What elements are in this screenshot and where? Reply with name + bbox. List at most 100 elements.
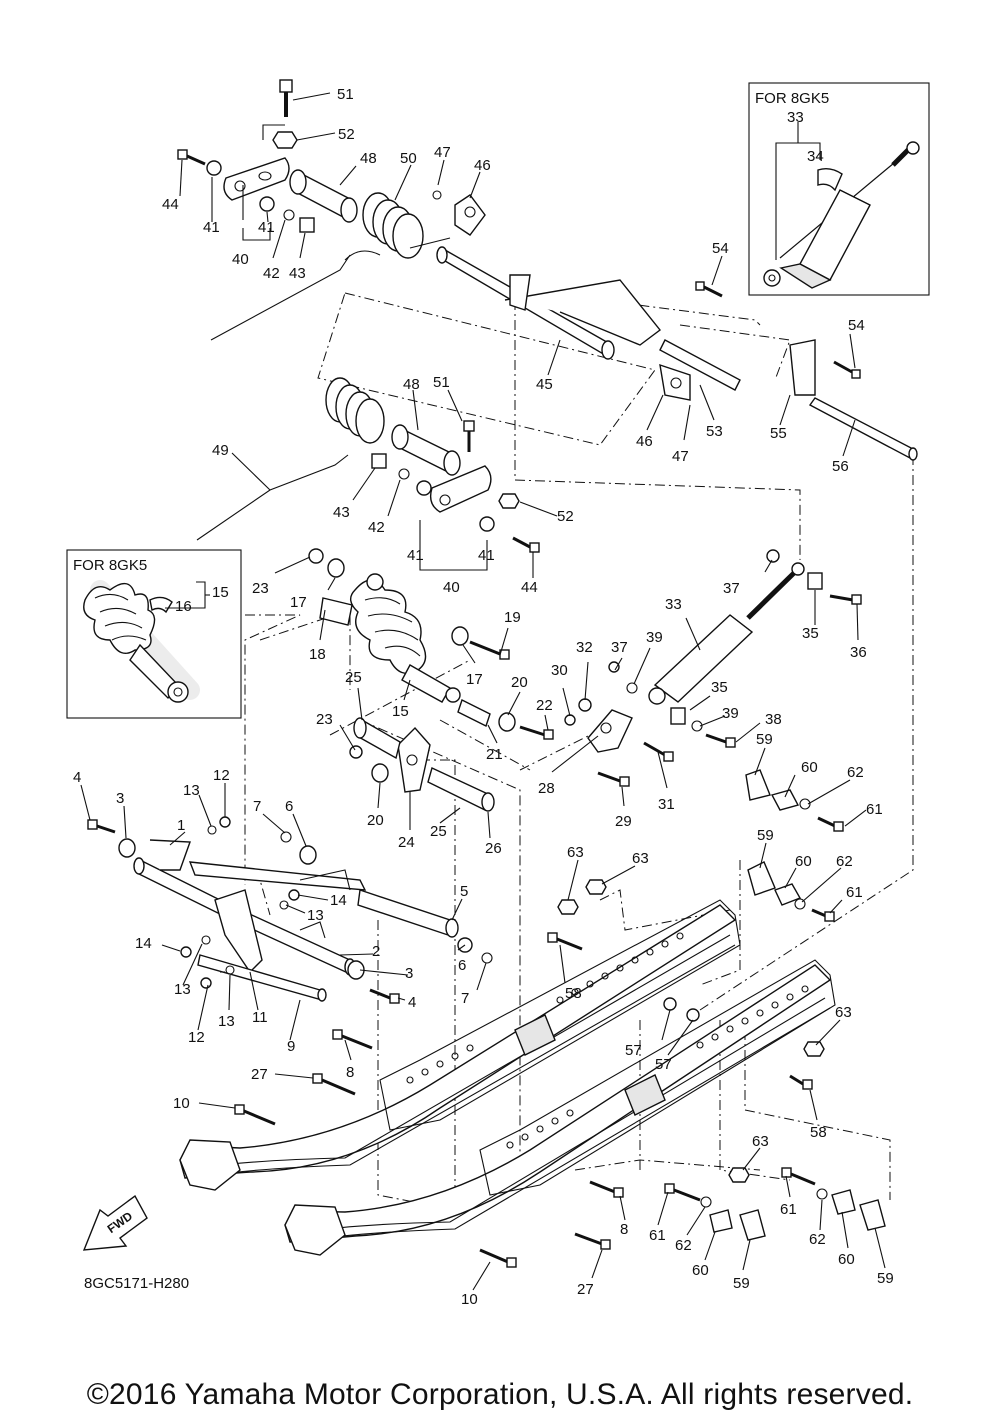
callout-label: 43: [289, 265, 306, 282]
callout-label: 10: [461, 1291, 478, 1308]
callout-label: 3: [405, 965, 413, 982]
link-plate-40-top: [223, 157, 290, 201]
callout-label: 14: [330, 892, 347, 909]
callout-label: 29: [615, 813, 632, 830]
callout-label: 50: [400, 150, 417, 167]
callout-label: 59: [733, 1275, 750, 1292]
callout-label: 2: [372, 943, 380, 960]
copyright-notice: ©2016 Yamaha Motor Corporation, U.S.A. A…: [86, 1378, 914, 1411]
rail-upper-holes: [406, 932, 684, 1084]
callout-label: 13: [307, 907, 324, 924]
callout-label: 14: [135, 935, 152, 952]
callout-label: 58: [810, 1124, 827, 1141]
bolt-31: [643, 741, 674, 762]
upper-arm-assembly-top: [177, 79, 486, 341]
bolt-44-mid: [512, 536, 540, 553]
collar-48-mid: [391, 424, 461, 476]
torsion-spring-top: [362, 192, 424, 259]
callout-label: 58: [565, 985, 582, 1002]
bolt-61-c: [664, 1183, 701, 1202]
callout-label: 60: [801, 759, 818, 776]
callout-label: 31: [658, 796, 675, 813]
bolt-29: [597, 771, 630, 787]
inset-left: FOR 8GK5: [66, 549, 242, 719]
callout-label: 4: [408, 994, 416, 1011]
callout-label: 25: [345, 669, 362, 686]
inset-left-title: FOR 8GK5: [73, 557, 147, 574]
bolt-51-mid: [463, 420, 475, 452]
callout-label: 21: [486, 746, 503, 763]
spacer-18: [319, 597, 353, 626]
callout-label: 42: [263, 265, 280, 282]
callout-label: 24: [398, 834, 415, 851]
callout-label: 63: [835, 1004, 852, 1021]
callout-label: 46: [636, 433, 653, 450]
callout-label: 25: [430, 823, 447, 840]
callout-label: 12: [213, 767, 230, 784]
callout-label: 62: [809, 1231, 826, 1248]
callout-label: 30: [551, 662, 568, 679]
callout-label: 62: [847, 764, 864, 781]
callout-label: 57: [655, 1056, 672, 1073]
diagram-code: 8GC5171-H280: [84, 1275, 189, 1292]
inset-top-right: FOR 8GK5: [748, 82, 930, 296]
bolt-27-a: [312, 1073, 356, 1096]
bolt-4-b: [369, 988, 400, 1004]
slide-rail-lower: [284, 959, 836, 1256]
callout-label: 1: [177, 817, 185, 834]
callout-label: 39: [646, 629, 663, 646]
callout-label: 22: [536, 697, 553, 714]
callout-label: 59: [877, 1270, 894, 1287]
callout-label: 7: [461, 990, 469, 1007]
slide-rail-stops: [547, 769, 886, 1241]
callout-label: 17: [290, 594, 307, 611]
callout-label: 39: [722, 705, 739, 722]
callout-label: 33: [665, 596, 682, 613]
callout-label: 40: [232, 251, 249, 268]
link-plate-40-mid: [429, 465, 492, 513]
front-arm-assembly: [87, 816, 493, 1004]
callout-label: 19: [504, 609, 521, 626]
callout-label: 10: [173, 1095, 190, 1112]
callout-label: 52: [338, 126, 355, 143]
callout-label: 62: [836, 853, 853, 870]
callout-label: 6: [458, 957, 466, 974]
slide-rail-upper: [179, 899, 741, 1191]
callout-label: 18: [309, 646, 326, 663]
callout-label: 63: [567, 844, 584, 861]
callout-label: 4: [73, 769, 81, 786]
torsion-spring-mid: [325, 377, 385, 444]
callout-label: 41: [407, 547, 424, 564]
callout-label: 7: [253, 798, 261, 815]
callout-label: 5: [460, 883, 468, 900]
callout-label: 53: [706, 423, 723, 440]
callout-label: 42: [368, 519, 385, 536]
callout-label: 8: [346, 1064, 354, 1081]
front-shock-absorber: [308, 548, 510, 703]
callout-label: 13: [174, 981, 191, 998]
callout-label: 38: [765, 711, 782, 728]
callout-label: 49: [212, 442, 229, 459]
callout-label: 12: [188, 1029, 205, 1046]
bolt-4-a: [87, 819, 116, 834]
callout-label: 59: [756, 731, 773, 748]
bolt-22: [519, 725, 554, 740]
callout-label: 11: [252, 1009, 268, 1026]
callout-label: 44: [521, 579, 538, 596]
callout-label: 35: [802, 625, 819, 642]
rear-shock-absorber: [608, 549, 862, 748]
callout-label: 9: [287, 1038, 295, 1055]
callout-label: 46: [474, 157, 491, 174]
upper-arm-assembly-mid: [196, 377, 540, 571]
inset-top-shock-absorber: [763, 141, 920, 289]
callout-label: 61: [846, 884, 863, 901]
callout-label: 51: [337, 86, 354, 103]
rail-bolts: [234, 1029, 624, 1268]
callout-label: 60: [692, 1262, 709, 1279]
callout-label: 8: [620, 1221, 628, 1238]
bolt-61-a: [817, 816, 844, 832]
callout-label: 32: [576, 639, 593, 656]
callout-label: 55: [770, 425, 787, 442]
